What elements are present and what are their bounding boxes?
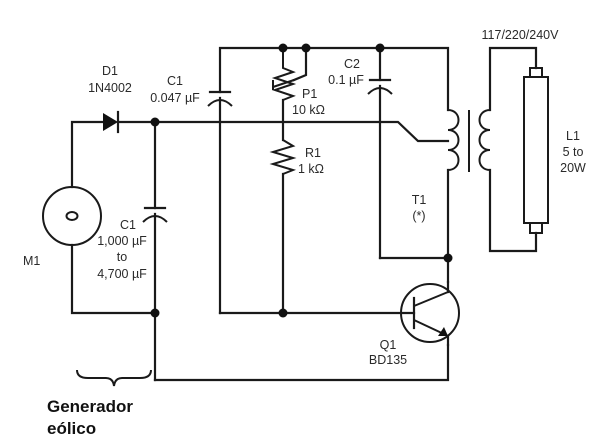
c1-bottom-ref-label: C1 bbox=[120, 218, 136, 232]
c1-bottom-value-line-2: to bbox=[117, 250, 127, 264]
caption-line-2: eólico bbox=[47, 419, 96, 438]
l1-ref-label: L1 bbox=[566, 129, 580, 143]
q1-value-label: BD135 bbox=[369, 353, 407, 367]
junction-dot bbox=[150, 117, 160, 127]
capacitor-c1-top-symbol bbox=[207, 90, 416, 315]
resistor-r1-symbol bbox=[269, 139, 297, 315]
c1-top-value-label: 0.047 µF bbox=[150, 91, 200, 105]
m1-ref-label: M1 bbox=[23, 254, 40, 268]
l1-value-line-2: 20W bbox=[560, 161, 586, 175]
junction-dot bbox=[278, 43, 288, 53]
fluorescent-lamp-l1-symbol bbox=[523, 67, 549, 234]
junction-dot bbox=[278, 308, 288, 318]
junction-dot bbox=[150, 308, 160, 318]
d1-value-label: 1N4002 bbox=[88, 81, 132, 95]
junction-dot bbox=[301, 43, 311, 53]
c2-value-label: 0.1 µF bbox=[328, 73, 364, 87]
junction-dots bbox=[150, 43, 453, 318]
c1-top-ref-label: C1 bbox=[167, 74, 183, 88]
c2-ref-label: C2 bbox=[344, 57, 360, 71]
l1-value-line-1: 5 to bbox=[563, 145, 584, 159]
t1-ref-label: T1 bbox=[412, 193, 427, 207]
q1-ref-label: Q1 bbox=[380, 338, 397, 352]
p1-value-label: 10 kΩ bbox=[292, 103, 325, 117]
capacitor-c1-bottom-symbol bbox=[142, 120, 450, 382]
generator-brace bbox=[76, 369, 152, 387]
junction-dot bbox=[375, 43, 385, 53]
voltage-label: 117/220/240V bbox=[482, 28, 560, 42]
caption-line-1: Generador bbox=[47, 397, 133, 416]
transistor-q1-symbol bbox=[400, 280, 460, 347]
r1-ref-label: R1 bbox=[305, 146, 321, 160]
junction-dot bbox=[443, 253, 453, 263]
t1-value-label: (*) bbox=[412, 209, 425, 223]
main-supply-wire bbox=[153, 120, 450, 143]
motor-m1-symbol bbox=[42, 186, 102, 246]
diode-d1-symbol bbox=[103, 110, 157, 134]
generator-loop-wires bbox=[70, 120, 157, 315]
p1-ref-label: P1 bbox=[302, 87, 317, 101]
c1-bottom-value-line-1: 1,000 µF bbox=[97, 234, 147, 248]
c1-bottom-value-line-3: 4,700 µF bbox=[97, 267, 147, 281]
r1-value-label: 1 kΩ bbox=[298, 162, 324, 176]
transformer-t1-symbol bbox=[446, 46, 538, 284]
top-rail-wire bbox=[218, 46, 450, 112]
potentiometer-p1-symbol bbox=[271, 46, 308, 142]
capacitor-c2-symbol bbox=[367, 46, 450, 260]
d1-ref-label: D1 bbox=[102, 64, 118, 78]
